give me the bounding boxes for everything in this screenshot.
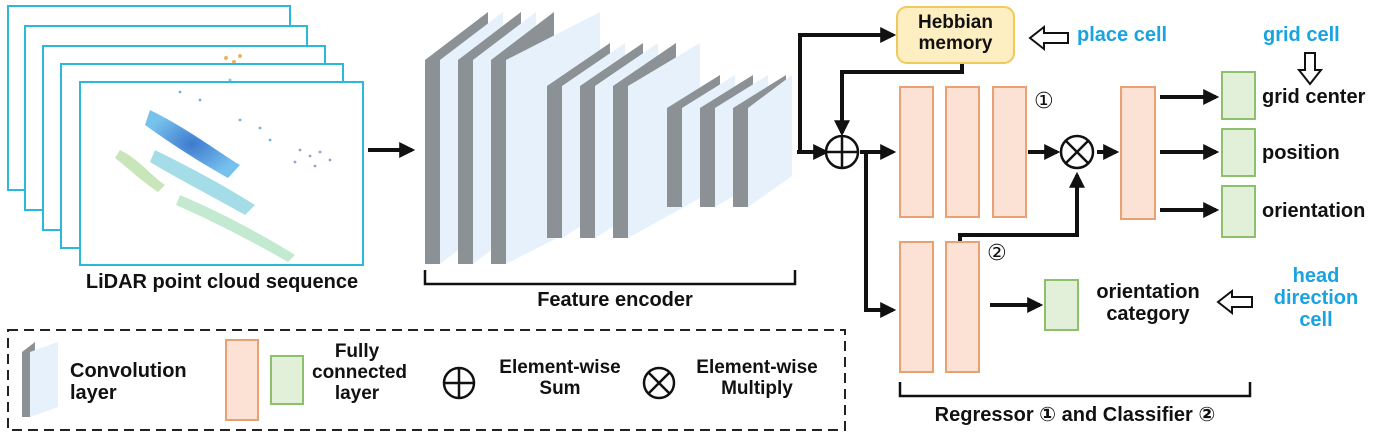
feature-encoder bbox=[425, 12, 792, 264]
legend-multiply-label: Element-wise Multiply bbox=[696, 357, 818, 399]
classifier-marker: ② bbox=[987, 240, 1007, 265]
position-output-layer bbox=[1221, 128, 1256, 177]
legend-multiply-icon bbox=[642, 366, 676, 400]
head-caption: Regressor ① and Classifier ② bbox=[934, 404, 1216, 426]
fc-layer bbox=[992, 86, 1027, 218]
regressor-fc-layers bbox=[899, 86, 1027, 218]
connectors bbox=[797, 27, 1220, 318]
hebbian-memory-box bbox=[896, 6, 1015, 64]
lidar-caption: LiDAR point cloud sequence bbox=[85, 271, 359, 293]
place-cell-label: place cell bbox=[1077, 24, 1168, 46]
grid-cell-label: grid cell bbox=[1263, 24, 1340, 46]
legend-sum-label: Element-wise Sum bbox=[499, 357, 621, 399]
head-direction-arrow-icon bbox=[1216, 288, 1253, 316]
element-wise-multiply-icon bbox=[1059, 134, 1095, 170]
fc-layer bbox=[899, 86, 934, 218]
place-cell-arrow-icon bbox=[1028, 24, 1069, 52]
lidar-frame-stack bbox=[7, 5, 364, 266]
conv-layer bbox=[733, 75, 792, 207]
head-bracket bbox=[898, 382, 1252, 398]
legend-conv-label: Convolution layer bbox=[70, 360, 187, 404]
legend-fc-green bbox=[270, 355, 304, 405]
output-position: position bbox=[1262, 142, 1340, 164]
legend-sum-icon bbox=[442, 366, 476, 400]
encoder-caption: Feature encoder bbox=[537, 289, 693, 311]
legend-fc-orange bbox=[225, 339, 259, 421]
fc-layer bbox=[899, 241, 934, 373]
output-orientation: orientation bbox=[1262, 200, 1366, 222]
lidar-frame-front bbox=[79, 81, 364, 266]
fc-layer bbox=[945, 86, 980, 218]
encoder-bracket bbox=[423, 270, 797, 286]
orientation-category-label: orientation category bbox=[1096, 281, 1200, 325]
hebbian-memory-label: Hebbian memory bbox=[918, 12, 993, 54]
orientation-output-layer bbox=[1221, 185, 1256, 238]
arrow-classifier-to-multiply bbox=[958, 171, 1085, 242]
category-output-layer bbox=[1044, 279, 1079, 331]
arrow-memory-to-sum bbox=[834, 60, 964, 137]
arrow-encoder-to-memory bbox=[797, 27, 897, 154]
fused-fc-layer bbox=[1120, 86, 1156, 220]
output-grid-center: grid center bbox=[1262, 86, 1366, 108]
grid-cell-arrow-icon bbox=[1296, 52, 1324, 86]
regressor-marker: ① bbox=[1034, 88, 1054, 113]
element-wise-sum-icon bbox=[824, 134, 860, 170]
legend-conv-icon bbox=[22, 342, 58, 417]
fc-layer bbox=[945, 241, 980, 373]
grid-center-output-layer bbox=[1221, 71, 1256, 120]
classifier-fc-layers bbox=[899, 241, 980, 373]
arrow-sum-to-classifier bbox=[864, 152, 897, 318]
legend-box bbox=[7, 329, 846, 431]
head-direction-cell-label: head direction cell bbox=[1273, 265, 1359, 331]
legend-fc-label: Fully connected layer bbox=[312, 341, 408, 404]
